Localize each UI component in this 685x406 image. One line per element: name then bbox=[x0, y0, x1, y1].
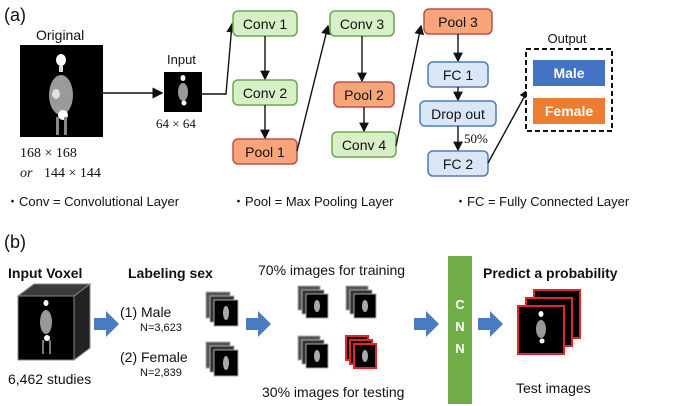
dropout-rate: 50% bbox=[464, 131, 488, 146]
dropout-label: Drop out bbox=[431, 106, 485, 122]
panel-a-label: (a) bbox=[4, 5, 26, 25]
output-label: Output bbox=[547, 31, 586, 46]
original-scan-image bbox=[20, 45, 103, 137]
conv1-label: Conv 1 bbox=[243, 16, 288, 32]
input-voxel-label: Input Voxel bbox=[8, 265, 82, 281]
female-label: Female bbox=[545, 103, 593, 119]
training-stack-male bbox=[297, 285, 329, 319]
female-class-label: (2) Female bbox=[120, 349, 188, 365]
pool1-label: Pool 1 bbox=[245, 144, 285, 160]
arrow-input-to-conv1 bbox=[202, 22, 237, 95]
male-image-stack bbox=[205, 291, 239, 327]
fc1-label: FC 1 bbox=[443, 67, 474, 83]
male-box bbox=[533, 60, 605, 86]
fc2-label: FC 2 bbox=[443, 156, 474, 172]
male-class-label: (1) Male bbox=[120, 304, 172, 320]
cnn-bar bbox=[448, 256, 472, 404]
test-images-label: Test images bbox=[516, 380, 591, 396]
labeling-sex-label: Labeling sex bbox=[128, 265, 213, 281]
training-stack-female bbox=[297, 335, 329, 369]
arrow-pool1-to-conv3 bbox=[296, 24, 331, 152]
original-label: Original bbox=[36, 27, 84, 43]
pool3-label: Pool 3 bbox=[438, 14, 478, 30]
testing-label: 30% images for testing bbox=[262, 384, 404, 400]
testing-stack-female bbox=[345, 335, 377, 369]
input-voxel-cube bbox=[16, 283, 92, 361]
input-scan-image bbox=[164, 72, 202, 112]
conv3-label: Conv 3 bbox=[340, 16, 385, 32]
female-count: N=2,839 bbox=[140, 367, 182, 379]
legend-pool: ・Pool = Max Pooling Layer bbox=[232, 194, 394, 209]
legend-conv: ・Conv = Convolutional Layer bbox=[6, 194, 180, 209]
conv4-label: Conv 4 bbox=[342, 137, 387, 153]
input-label: Input bbox=[167, 52, 196, 67]
pool1-box bbox=[232, 138, 298, 165]
flow-arrow-2 bbox=[246, 311, 271, 337]
predict-label: Predict a probability bbox=[483, 265, 618, 281]
female-box bbox=[533, 98, 605, 124]
original-size-144: 144 × 144 bbox=[44, 166, 101, 181]
arrow-conv4-to-pool3 bbox=[395, 24, 425, 147]
test-image-stack bbox=[517, 289, 581, 355]
male-count: N=3,623 bbox=[140, 322, 182, 334]
female-image-stack bbox=[205, 341, 239, 377]
flow-arrow-4 bbox=[478, 311, 503, 337]
studies-count: 6,462 studies bbox=[8, 371, 91, 387]
pool2-label: Pool 2 bbox=[344, 87, 384, 103]
fc2-box bbox=[427, 150, 489, 177]
testing-stack-male bbox=[345, 285, 377, 319]
original-size-168: 168 × 168 bbox=[20, 146, 77, 161]
cnn-letter-1: C bbox=[455, 297, 465, 312]
arrow-fc2-to-output bbox=[487, 88, 529, 164]
input-size: 64 × 64 bbox=[156, 116, 196, 131]
flow-arrow-3 bbox=[414, 311, 439, 337]
cnn-letter-3: N bbox=[455, 341, 464, 356]
original-size-or: or bbox=[20, 166, 33, 181]
conv2-label: Conv 2 bbox=[243, 85, 288, 101]
flow-arrow-1 bbox=[94, 311, 119, 337]
cnn-letter-2: N bbox=[455, 319, 464, 334]
male-label: Male bbox=[553, 65, 584, 81]
legend-fc: ・FC = Fully Connected Layer bbox=[454, 194, 630, 209]
panel-b-label: (b) bbox=[4, 232, 26, 252]
training-label: 70% images for training bbox=[258, 262, 405, 278]
